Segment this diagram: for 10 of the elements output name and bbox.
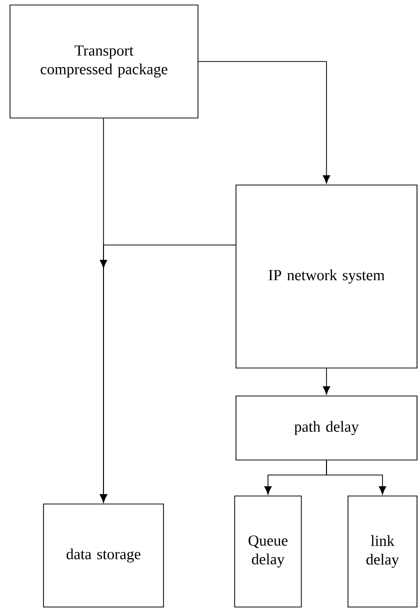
arrow (100, 244, 236, 503)
arrow (322, 368, 330, 395)
process-box: IP network system (236, 184, 418, 368)
process-box: data storage (43, 504, 164, 608)
process-box: Transport compressed package (10, 4, 198, 118)
process-box: Queue delay (234, 496, 302, 608)
arrow (326, 460, 386, 495)
process-box: path delay (236, 396, 418, 460)
arrow (198, 61, 330, 184)
process-box: link delay (348, 496, 418, 608)
